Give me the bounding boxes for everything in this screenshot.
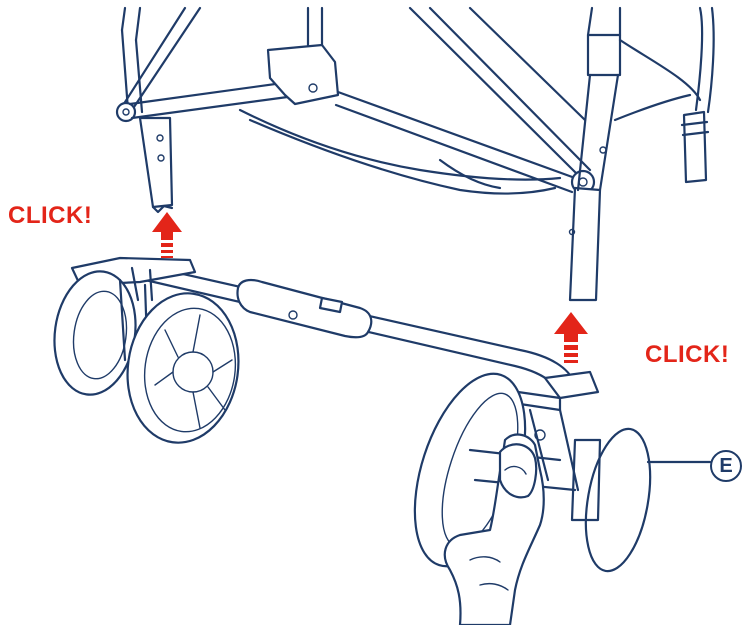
callout-e-badge: E xyxy=(710,450,742,482)
thumb xyxy=(498,443,538,499)
release-button xyxy=(236,278,373,339)
stroller-frame-upper xyxy=(115,6,715,302)
right-front-wheel xyxy=(584,427,652,573)
arrow-right xyxy=(554,312,588,363)
click-label-right: CLICK! xyxy=(645,341,730,368)
center-bracket xyxy=(266,43,340,106)
rear-handle-tube xyxy=(682,110,708,184)
wheel-base-assembly xyxy=(53,256,712,625)
left-hinge xyxy=(115,101,137,123)
left-front-leg xyxy=(138,116,174,209)
right-front-leg xyxy=(568,186,602,302)
click-label-left: CLICK! xyxy=(8,202,93,229)
right-leg-sleeve xyxy=(586,33,622,77)
left-front-wheel xyxy=(126,292,240,444)
arrow-left xyxy=(152,212,182,258)
